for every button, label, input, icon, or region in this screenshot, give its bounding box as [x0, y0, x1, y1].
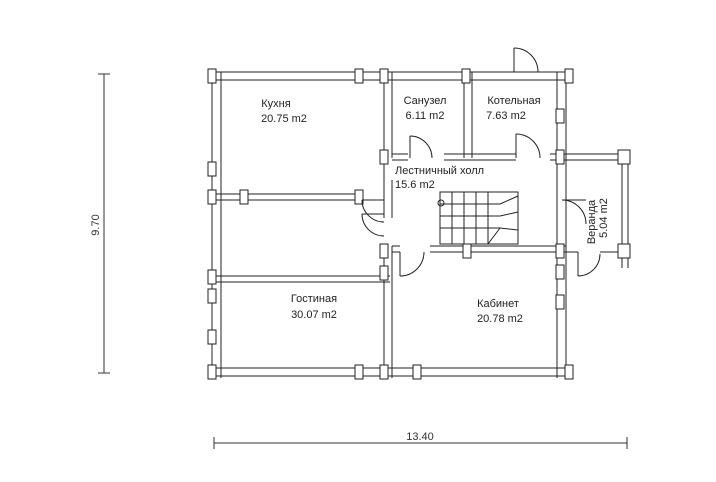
room-area-boiler: 7.63 m2: [486, 110, 526, 122]
room-name-boiler: Котельная: [487, 95, 540, 107]
stair-arrow-start: [437, 199, 445, 207]
dimension-height-label: 9.70: [90, 214, 102, 235]
room-name-bathroom: Санузел: [404, 95, 447, 107]
wall-joints: [207, 68, 631, 380]
room-area-kitchen: 20.75 m2: [261, 113, 307, 125]
dimension-width: [213, 437, 628, 449]
room-area-veranda: 5.04 m2: [598, 198, 610, 238]
staircase: [437, 191, 519, 245]
room-name-living: Гостиная: [291, 293, 337, 305]
room-name-veranda: Веранда: [586, 199, 598, 244]
dimension-height: [98, 73, 110, 374]
room-name-kitchen: Кухня: [261, 98, 290, 110]
room-area-hall: 15.6 m2: [395, 179, 435, 191]
room-area-living: 30.07 m2: [291, 309, 337, 321]
room-area-bathroom: 6.11 m2: [406, 110, 445, 122]
room-name-hall: Лестничный холл: [395, 165, 484, 177]
room-area-study: 20.78 m2: [477, 313, 523, 325]
dimension-width-label: 13.40: [406, 431, 434, 443]
doors: [361, 47, 601, 277]
room-name-study: Кабинет: [477, 298, 519, 310]
